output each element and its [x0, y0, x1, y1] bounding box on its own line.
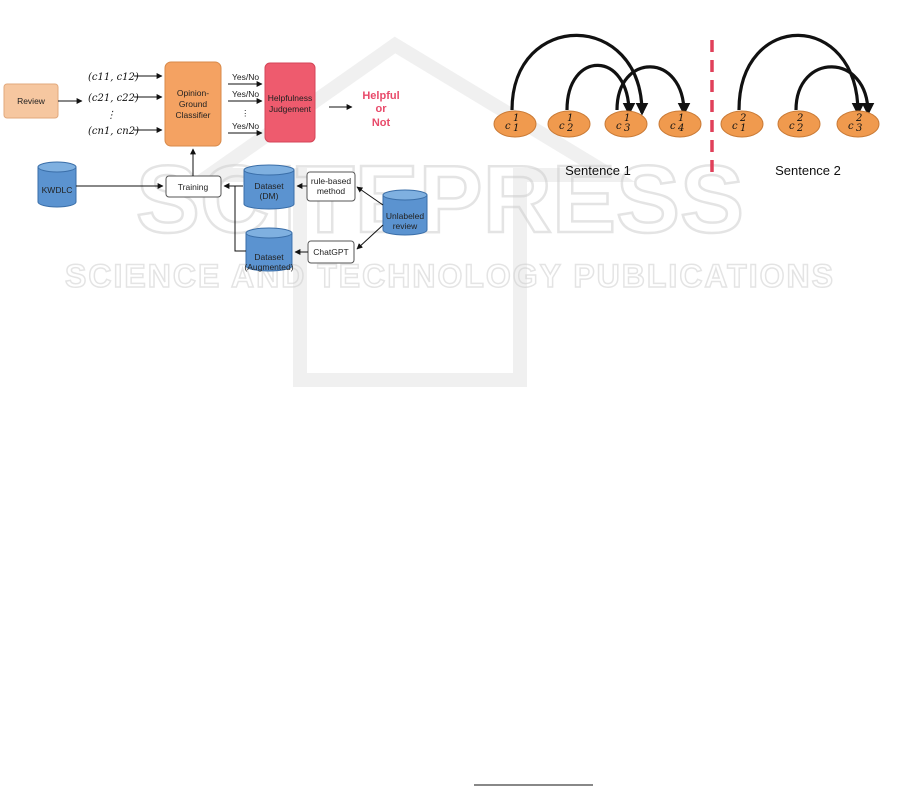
kwdlc-database-icon — [37, 161, 77, 208]
dataset-dm-database-icon — [243, 164, 295, 210]
node-s1-c4: c 1 4 — [658, 110, 702, 138]
output-line-3: Not — [372, 117, 391, 129]
dataset-augmented-line-1: Dataset — [254, 252, 284, 262]
svg-text:c: c — [616, 121, 622, 132]
dataset-augmented-database-icon — [245, 227, 293, 272]
unlabeled-to-chatgpt-arrow — [356, 224, 384, 250]
arc-s1-c2-to-c3 — [565, 63, 636, 116]
unlabeled-line-2: review — [393, 221, 418, 231]
svg-text:3: 3 — [856, 123, 862, 134]
node-s1-c1: c 1 1 — [493, 110, 537, 138]
rule-based-line-1: rule-based — [311, 176, 351, 186]
training-label: Training — [178, 182, 209, 192]
svg-text:1: 1 — [513, 113, 519, 124]
svg-text:2: 2 — [739, 113, 746, 124]
arc-s2-c2-to-c3 — [794, 65, 875, 116]
classifier-line-1: Opinion- — [177, 88, 209, 98]
watermark-tagline: SCIENCE AND TECHNOLOGY PUBLICATIONS — [65, 258, 835, 294]
unlabeled-to-rule-based-arrow — [356, 186, 384, 206]
svg-text:1: 1 — [740, 123, 746, 134]
svg-text:1: 1 — [678, 113, 684, 124]
svg-text:c: c — [789, 121, 795, 132]
chatgpt-label: ChatGPT — [313, 247, 348, 257]
output-line-2: or — [376, 103, 388, 115]
svg-text:c: c — [505, 121, 511, 132]
svg-text:2: 2 — [796, 123, 803, 134]
input-pair-n: (cn1, cn2) — [88, 126, 139, 137]
dataset-dm-line-1: Dataset — [254, 181, 284, 191]
rule-based-line-2: method — [317, 186, 346, 196]
yesno-label-n: Yes/No — [232, 121, 259, 131]
svg-text:c: c — [848, 121, 854, 132]
yesno-label-2: Yes/No — [232, 89, 259, 99]
classifier-line-2: Ground — [179, 99, 208, 109]
yesno-label-1: Yes/No — [232, 72, 259, 82]
arc-s1-c1-to-c4 — [510, 33, 649, 116]
node-s2-c3: c 2 3 — [836, 110, 880, 138]
node-s1-c2: c 1 2 — [547, 110, 591, 138]
svg-text:2: 2 — [796, 113, 803, 124]
kwdlc-label: KWDLC — [42, 185, 73, 195]
output-line-1: Helpful — [362, 90, 399, 102]
judgement-line-1: Helpfulness — [268, 93, 312, 103]
arc-s1-c3-to-c4 — [615, 65, 691, 116]
svg-text:3: 3 — [624, 123, 630, 134]
dataset-augmented-connector — [234, 186, 246, 252]
judgement-line-2: Judgement — [269, 104, 312, 114]
input-ellipsis: ⋮ — [106, 110, 116, 121]
unlabeled-review-database-icon — [382, 189, 428, 236]
svg-text:c: c — [559, 121, 565, 132]
svg-text:1: 1 — [567, 113, 573, 124]
sentence2-caption: Sentence 2 — [775, 163, 841, 178]
watermark-arrow-logo — [187, 36, 636, 387]
svg-text:2: 2 — [566, 123, 573, 134]
node-s2-c2: c 2 2 — [777, 110, 821, 138]
svg-text:2: 2 — [855, 113, 862, 124]
input-pair-1: (c11, c12) — [88, 72, 139, 83]
svg-text:c: c — [670, 121, 676, 132]
watermark-brand: SCITEPRESS — [136, 146, 744, 253]
dataset-augmented-line-2: (Augmented) — [244, 262, 293, 272]
node-s2-c1: c 2 1 — [720, 110, 764, 138]
svg-text:1: 1 — [513, 123, 519, 134]
input-pair-2: (c21, c22) — [88, 93, 139, 104]
arc-s2-c1-to-c3 — [737, 33, 865, 116]
dataset-dm-line-2: (DM) — [260, 191, 279, 201]
unlabeled-line-1: Unlabeled — [386, 211, 425, 221]
classifier-box — [164, 61, 222, 147]
svg-text:4: 4 — [677, 123, 684, 134]
classifier-line-3: Classifier — [176, 110, 211, 120]
svg-text:1: 1 — [624, 113, 630, 124]
judgement-box — [264, 62, 316, 143]
svg-text:c: c — [732, 121, 738, 132]
review-label: Review — [17, 96, 46, 106]
node-s1-c3: c 1 3 — [604, 110, 648, 138]
yesno-ellipsis: ⋮ — [241, 108, 250, 118]
sentence1-caption: Sentence 1 — [565, 163, 631, 178]
